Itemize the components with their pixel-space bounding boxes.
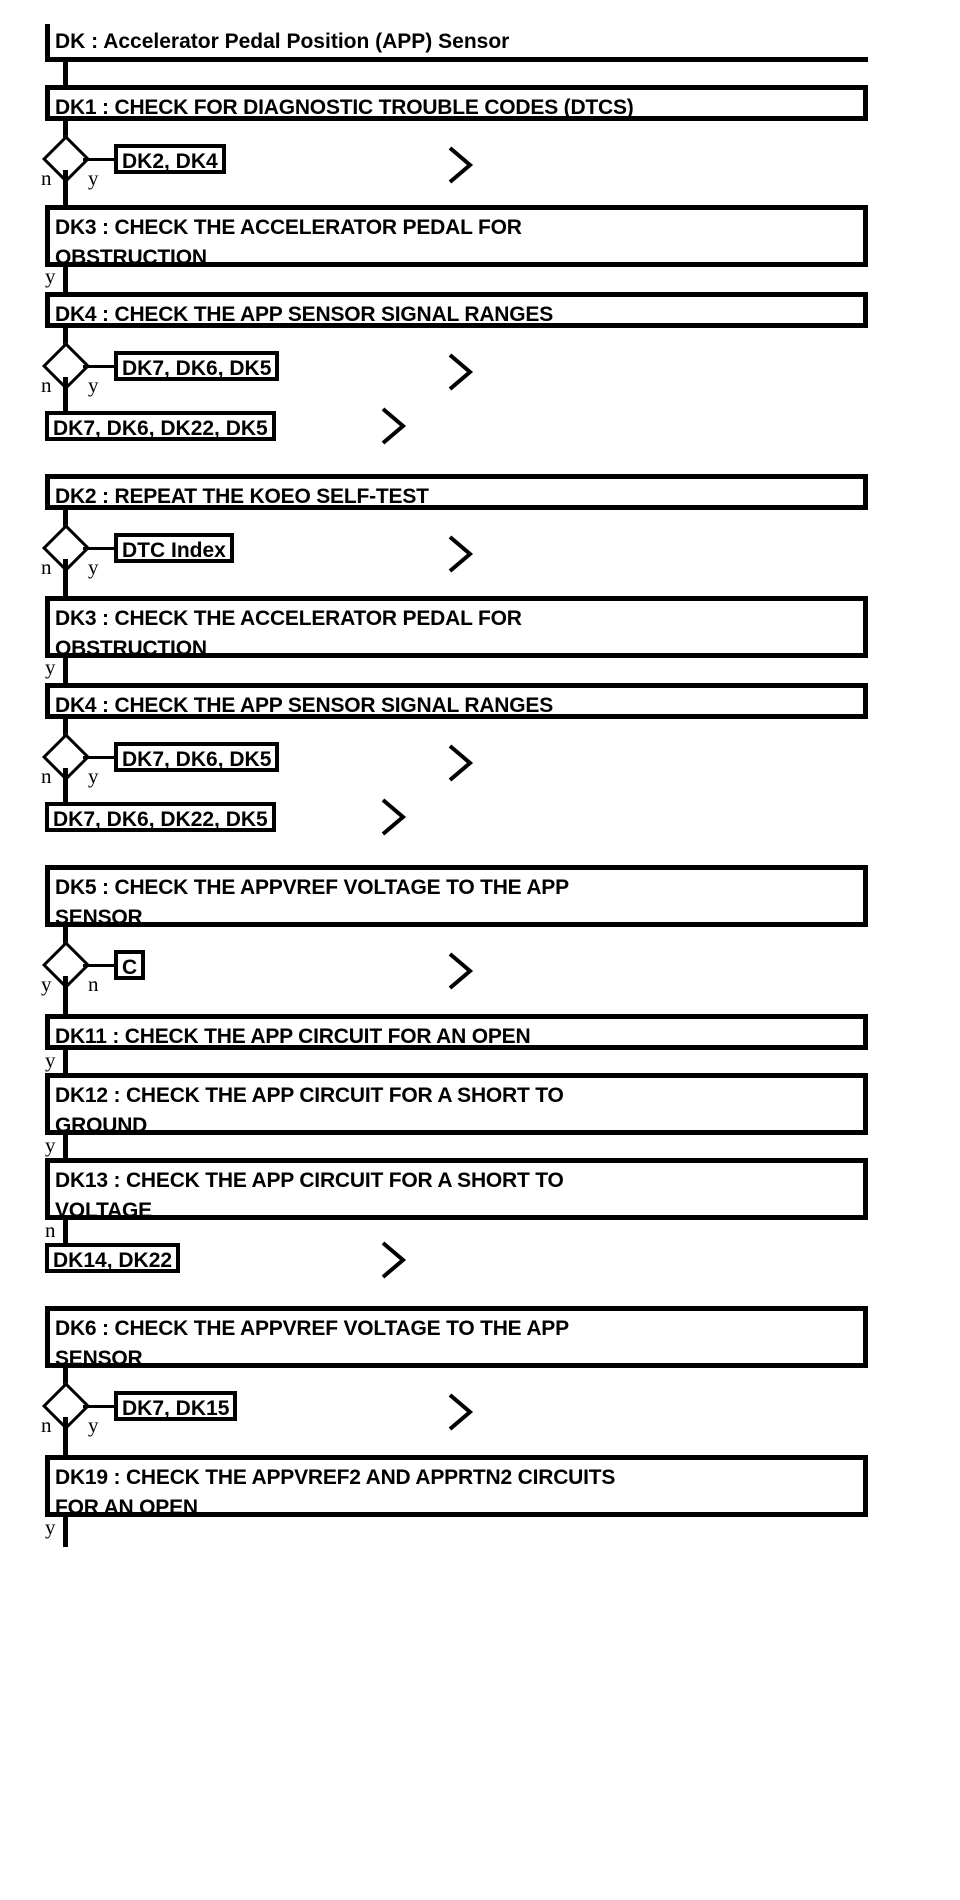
branch-label-yes-dk3a: y: [45, 264, 56, 288]
connector-decision1-no: [63, 170, 68, 205]
ref-dtc-index[interactable]: DTC Index: [114, 533, 234, 563]
step-dk3-b: DK3 : CHECK THE ACCELERATOR PEDAL FOR OB…: [45, 596, 868, 660]
ref-dk7-dk6-dk5-a[interactable]: DK7, DK6, DK5: [114, 351, 280, 381]
connector-dk6-decision6: [63, 1366, 68, 1393]
connector-dk2-decision3: [63, 508, 68, 535]
step-dk12: DK12 : CHECK THE APP CIRCUIT FOR A SHORT…: [45, 1073, 868, 1137]
branch-label-yes-dk12: y: [45, 1133, 56, 1157]
connector-dk11-yes: [63, 1048, 68, 1073]
step-dk5: DK5 : CHECK THE APPVREF VOLTAGE TO THE A…: [45, 865, 868, 929]
connector-dk4a-decision2: [63, 326, 68, 353]
step-dk19: DK19 : CHECK THE APPVREF2 AND APPRTN2 CI…: [45, 1455, 868, 1519]
branch-label-yes-dk11: y: [45, 1048, 56, 1072]
branch-label-no-6: n: [41, 1413, 52, 1437]
branch-label-no-2: n: [41, 373, 52, 397]
connector-decision2-no: [63, 377, 68, 411]
step-dk11: DK11 : CHECK THE APP CIRCUIT FOR AN OPEN: [45, 1014, 868, 1050]
branch-label-yes-2: y: [88, 373, 99, 397]
step-dk4-b: DK4 : CHECK THE APP SENSOR SIGNAL RANGES: [45, 683, 868, 719]
connector-decision3-no: [63, 559, 68, 596]
goto-chevron-9[interactable]: [444, 1389, 478, 1435]
branch-label-yes-6: y: [88, 1413, 99, 1437]
goto-chevron-6[interactable]: [377, 794, 411, 840]
connector-dk19-yes: [63, 1515, 68, 1547]
connector-decision1-yes: [83, 158, 116, 161]
branch-label-no-dk13: n: [45, 1218, 56, 1242]
goto-chevron-4[interactable]: [444, 531, 478, 577]
connector-dk5-decision5: [63, 925, 68, 952]
branch-label-no-4: n: [41, 764, 52, 788]
step-dk4-a: DK4 : CHECK THE APP SENSOR SIGNAL RANGES: [45, 292, 868, 328]
step-dk1: DK1 : CHECK FOR DIAGNOSTIC TROUBLE CODES…: [45, 85, 868, 121]
ref-dk7-dk6-dk5-b[interactable]: DK7, DK6, DK5: [114, 742, 280, 772]
connector-dk3b-yes: [63, 656, 68, 683]
step-dk6: DK6 : CHECK THE APPVREF VOLTAGE TO THE A…: [45, 1306, 868, 1370]
ref-dk7-dk6-dk22-dk5-a[interactable]: DK7, DK6, DK22, DK5: [45, 411, 276, 441]
ref-dk14-dk22[interactable]: DK14, DK22: [45, 1243, 181, 1273]
branch-label-yes-3: y: [88, 555, 99, 579]
connector-dk13-no: [63, 1218, 68, 1243]
goto-chevron-3[interactable]: [377, 403, 411, 449]
connector-dk3a-yes: [63, 265, 68, 292]
goto-chevron-7[interactable]: [444, 948, 478, 994]
goto-chevron-8[interactable]: [377, 1237, 411, 1283]
branch-label-yes-5: y: [41, 972, 52, 996]
diagram-title: DK : Accelerator Pedal Position (APP) Se…: [45, 24, 868, 62]
branch-label-no-3: n: [41, 555, 52, 579]
ref-c[interactable]: C: [114, 950, 146, 980]
ref-dk7-dk15[interactable]: DK7, DK15: [114, 1391, 238, 1421]
branch-label-yes-1: y: [88, 166, 99, 190]
connector-title-dk1: [63, 60, 68, 85]
connector-dk12-yes: [63, 1133, 68, 1158]
goto-chevron-1[interactable]: [444, 142, 478, 188]
step-dk13: DK13 : CHECK THE APP CIRCUIT FOR A SHORT…: [45, 1158, 868, 1222]
step-dk2: DK2 : REPEAT THE KOEO SELF-TEST: [45, 474, 868, 510]
branch-label-yes-dk3b: y: [45, 655, 56, 679]
goto-chevron-2[interactable]: [444, 349, 478, 395]
connector-decision5-yes: [63, 976, 68, 1014]
connector-decision3-yes: [83, 547, 116, 550]
ref-dk2-dk4[interactable]: DK2, DK4: [114, 144, 226, 174]
connector-decision2-yes: [83, 365, 116, 368]
connector-decision4-yes: [83, 756, 116, 759]
branch-label-no-1: n: [41, 166, 52, 190]
step-dk3-a: DK3 : CHECK THE ACCELERATOR PEDAL FOR OB…: [45, 205, 868, 269]
branch-label-yes-dk19: y: [45, 1515, 56, 1539]
branch-label-yes-4: y: [88, 764, 99, 788]
connector-decision5-no: [83, 964, 116, 967]
connector-decision6-yes: [83, 1405, 116, 1408]
branch-label-no-5: n: [88, 972, 99, 996]
connector-decision6-no: [63, 1417, 68, 1455]
connector-decision4-no: [63, 768, 68, 802]
goto-chevron-5[interactable]: [444, 740, 478, 786]
connector-dk4b-decision4: [63, 717, 68, 744]
ref-dk7-dk6-dk22-dk5-b[interactable]: DK7, DK6, DK22, DK5: [45, 802, 276, 832]
connector-dk1-decision1: [63, 119, 68, 146]
